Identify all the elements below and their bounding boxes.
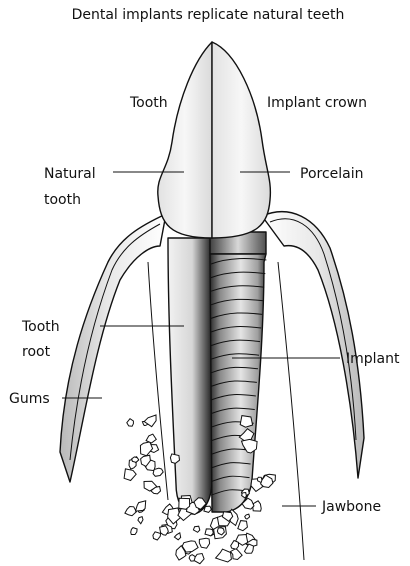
label-tooth-root-line1: Tooth — [21, 319, 60, 335]
bone-fragment — [199, 538, 209, 548]
bone-fragment — [205, 529, 213, 536]
bone-fragment — [245, 544, 254, 553]
bone-fragment — [182, 541, 198, 552]
label-jawbone: Jawbone — [321, 499, 381, 515]
bone-fragment — [179, 498, 190, 509]
bone-fragment — [189, 555, 195, 561]
bone-fragment — [231, 549, 243, 560]
bone-fragment — [127, 419, 134, 427]
natural-tooth-root — [168, 238, 212, 514]
label-natural-tooth-line2: tooth — [44, 192, 81, 208]
label-porcelain: Porcelain — [300, 166, 364, 182]
diagram-title: Dental implants replicate natural teeth — [72, 7, 345, 23]
label-implant: Implant — [346, 351, 400, 367]
right-gum — [262, 212, 364, 478]
label-natural-tooth-line1: Natural — [44, 166, 96, 182]
label-tooth: Tooth — [129, 95, 168, 111]
bone-fragment — [231, 541, 239, 550]
label-implant-crown: Implant crown — [267, 95, 367, 111]
bone-fragment — [153, 532, 161, 540]
bone-fragment — [238, 521, 248, 531]
bone-fragment — [153, 468, 163, 476]
bone-fragment — [124, 469, 136, 481]
bone-fragment — [138, 517, 143, 524]
bone-fragment — [240, 416, 252, 428]
bone-fragment — [136, 501, 146, 511]
bone-fragment — [132, 457, 139, 462]
bone-fragment — [174, 533, 180, 540]
implant-screw — [210, 232, 266, 512]
bone-fragment — [140, 442, 152, 456]
bone-fragment — [125, 507, 136, 516]
bone-fragment — [146, 434, 156, 443]
bone-fragment — [245, 514, 250, 519]
bone-fragment — [193, 526, 199, 532]
bone-fragment — [131, 528, 137, 535]
implant-crown — [212, 42, 270, 238]
bone-fragment — [216, 549, 232, 562]
label-gums: Gums — [9, 391, 50, 407]
natural-tooth-crown — [158, 42, 212, 238]
bone-fragment — [217, 528, 224, 535]
label-tooth-root-line2: root — [22, 344, 51, 360]
bone-fragment — [204, 506, 211, 512]
